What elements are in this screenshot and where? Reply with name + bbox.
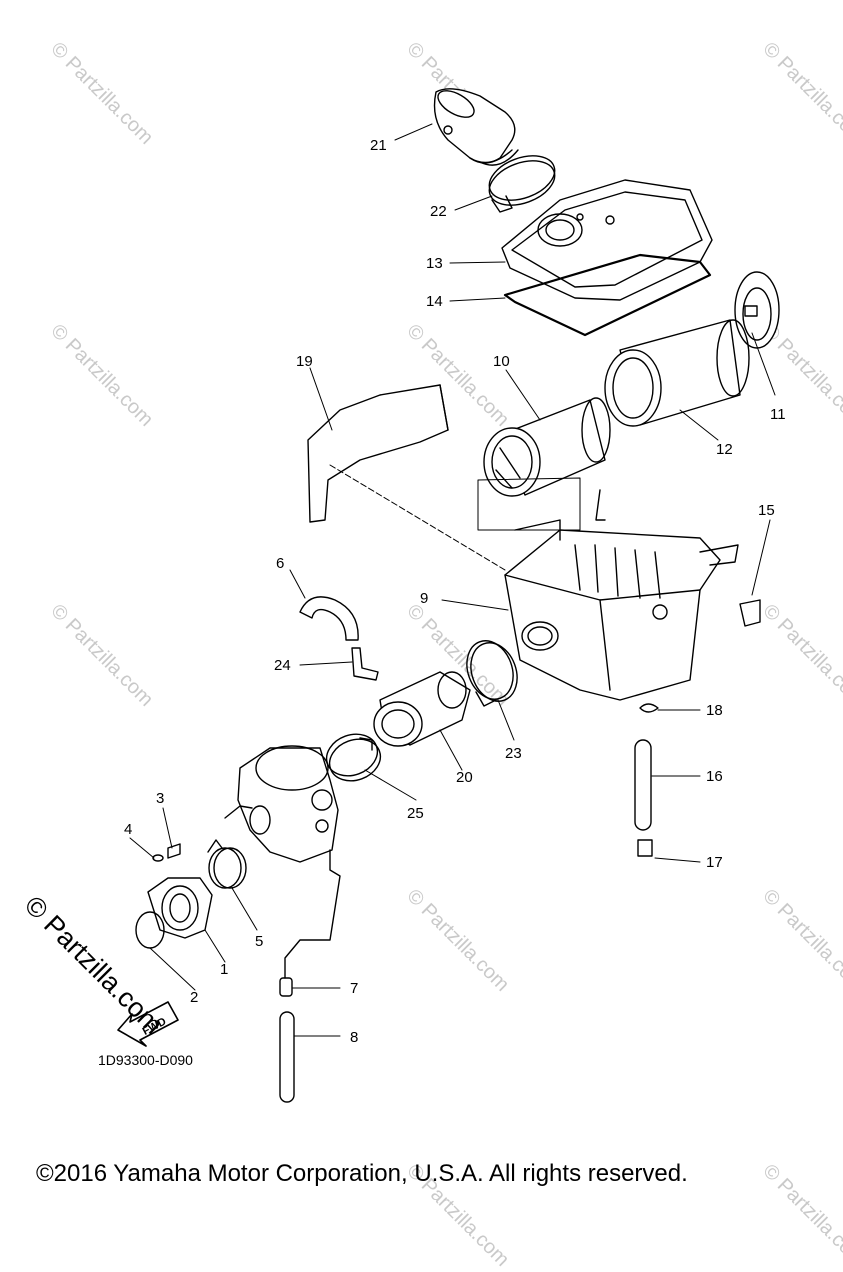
- part-3-bolt: [167, 843, 181, 859]
- callout-14: 14: [426, 293, 443, 310]
- fwd-arrow-icon: [117, 1001, 179, 1047]
- callout-20: 20: [456, 769, 473, 786]
- part-11-cap: [734, 271, 780, 349]
- callout-1: 1: [220, 961, 228, 978]
- callout-labels: 21 22 13 14 19 10 11 12 15 6 9 24 18 23 …: [124, 137, 786, 1046]
- callout-8: 8: [350, 1029, 358, 1046]
- part-18-clip: [639, 703, 659, 713]
- diagram-canvas: © Partzilla.com © Partzilla.com © Partzi…: [19, 38, 843, 1271]
- part-21-duct: [433, 88, 519, 166]
- part-25-clamp: [325, 733, 382, 782]
- callout-3: 3: [156, 790, 164, 807]
- callout-7: 7: [350, 980, 358, 997]
- callout-10: 10: [493, 353, 510, 370]
- callout-18: 18: [706, 702, 723, 719]
- part-22-clamp: [488, 155, 556, 213]
- part-8-hose: [279, 1011, 295, 1103]
- callout-19: 19: [296, 353, 313, 370]
- part-13-case-cover: [501, 179, 713, 301]
- part-19-cover: [307, 384, 449, 523]
- parts-drawing: 21 22 13 14 19 10 11 12 15 6 9 24 18 23 …: [117, 88, 786, 1103]
- carburetor: [224, 745, 341, 979]
- callout-21: 21: [370, 137, 387, 154]
- part-15-clip: [739, 599, 761, 627]
- part-10-frame: [477, 477, 581, 531]
- part-4-washer: [152, 854, 164, 862]
- callout-23: 23: [505, 745, 522, 762]
- part-23-clamp: [466, 640, 518, 707]
- part-17-plug: [637, 839, 653, 857]
- part-14-seal: [503, 253, 712, 337]
- callout-5: 5: [255, 933, 263, 950]
- callout-6: 6: [276, 555, 284, 572]
- part-16-drain-hose: [634, 739, 652, 831]
- callout-12: 12: [716, 441, 733, 458]
- callout-25: 25: [407, 805, 424, 822]
- copyright-notice: ©2016 Yamaha Motor Corporation, U.S.A. A…: [36, 1160, 688, 1187]
- callout-9: 9: [420, 590, 428, 607]
- part-5-clamp: [207, 839, 247, 889]
- part-9-air-filter-case: [504, 489, 739, 701]
- part-6-hose: [299, 596, 359, 641]
- part-12-element: [604, 319, 750, 427]
- callout-13: 13: [426, 255, 443, 272]
- part-7-fitting: [279, 977, 293, 997]
- callout-16: 16: [706, 768, 723, 785]
- diagram-code: 1D93300-D090: [98, 1052, 193, 1068]
- part-10-element: [483, 397, 611, 497]
- callout-24: 24: [274, 657, 291, 674]
- callout-22: 22: [430, 203, 447, 220]
- callout-15: 15: [758, 502, 775, 519]
- callout-4: 4: [124, 821, 132, 838]
- part-1-carburetor-joint: [147, 877, 213, 939]
- part-20-joint: [373, 671, 471, 747]
- callout-17: 17: [706, 854, 723, 871]
- part-24-joint: [351, 647, 379, 681]
- callout-11: 11: [770, 406, 786, 423]
- leader-lines: [129, 123, 776, 1037]
- callout-2: 2: [190, 989, 198, 1006]
